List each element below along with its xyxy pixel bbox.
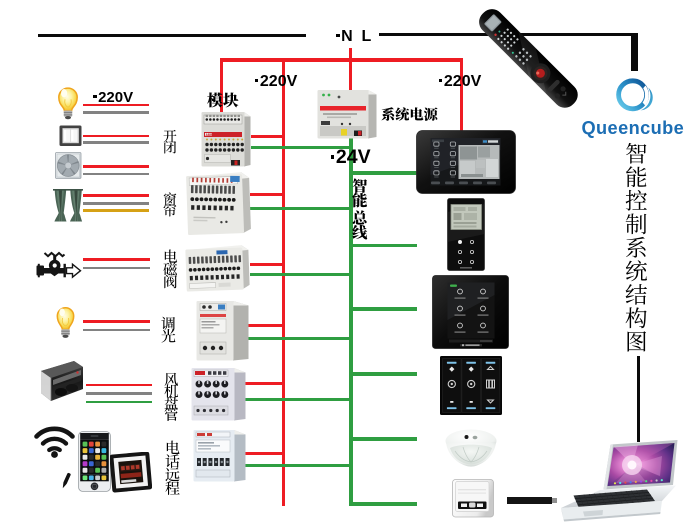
svg-text:ABB: ABB — [206, 133, 214, 137]
